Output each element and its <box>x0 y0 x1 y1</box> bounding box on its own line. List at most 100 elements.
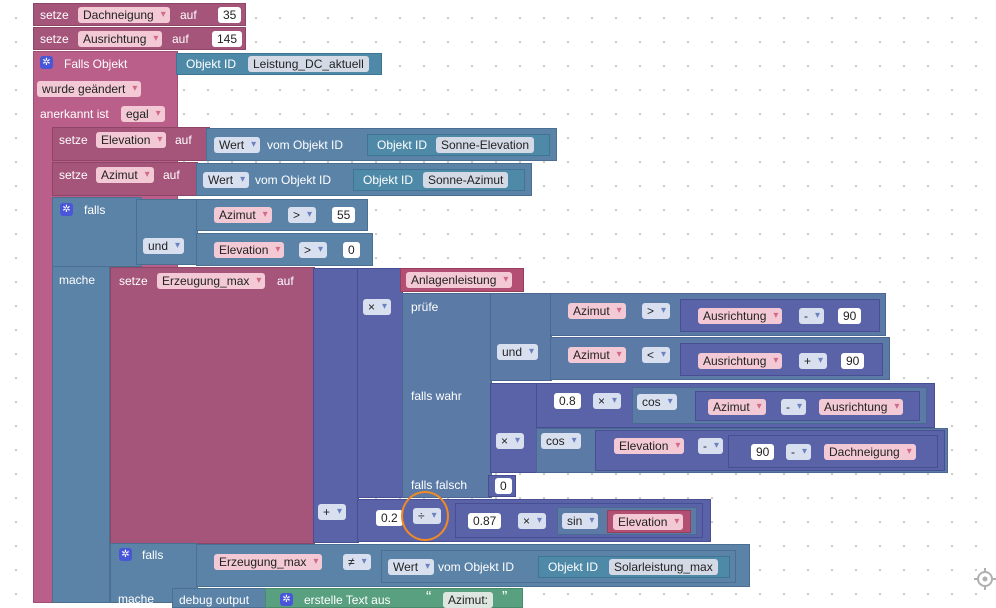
objekt-id-value[interactable]: Sonne-Elevation <box>436 137 535 153</box>
number-90[interactable]: 90 <box>751 444 775 460</box>
objekt-id-value[interactable]: Sonne-Azimut <box>423 172 509 188</box>
number-0-2[interactable]: 0.2 <box>376 510 403 526</box>
wert-dropdown[interactable]: Wert <box>203 172 250 188</box>
minus-operator-dropdown[interactable]: - <box>781 399 806 415</box>
setze-keyword: setze <box>40 32 69 46</box>
plus-arithmetic-block[interactable]: + <box>313 268 359 543</box>
falls-falsch-value-block[interactable]: 0 <box>488 475 516 497</box>
objekt-id-input-block[interactable]: Objekt ID Solarleistung_max <box>538 556 730 578</box>
pruefe-ternary-block[interactable]: prüfe falls wahr falls falsch <box>402 293 492 498</box>
compare-erzeugung-max-block[interactable]: Erzeugung_max ≠ Wert vom Objekt ID Objek… <box>196 544 750 587</box>
minus-operator-dropdown[interactable]: - <box>698 438 723 454</box>
setze-azimut-block[interactable]: setze Azimut auf <box>52 162 198 196</box>
variable-dropdown-erzeugung-max[interactable]: Erzeugung_max <box>157 273 266 289</box>
gear-icon[interactable]: ✲ <box>119 548 132 561</box>
und-logic-block[interactable]: und <box>136 199 198 265</box>
number-0-8[interactable]: 0.8 <box>554 393 581 409</box>
gt-operator-dropdown[interactable]: > <box>642 303 671 319</box>
gt-operator-dropdown[interactable]: > <box>299 242 328 258</box>
wert-dropdown[interactable]: Wert <box>214 137 261 153</box>
und-dropdown[interactable]: und <box>497 344 539 360</box>
number-145[interactable]: 145 <box>212 31 243 47</box>
gt-operator-dropdown[interactable]: > <box>288 207 317 223</box>
multiply-operator-dropdown[interactable]: × <box>496 433 525 449</box>
variable-dropdown-elevation[interactable]: Elevation <box>96 132 167 148</box>
plus-operator-dropdown[interactable]: + <box>799 353 828 369</box>
compare-elevation-0-block[interactable]: Elevation > 0 <box>196 233 373 266</box>
variable-dropdown-azimut[interactable]: Azimut <box>96 167 154 183</box>
setze-dachneigung-block[interactable]: setze Dachneigung auf 35 <box>33 3 246 26</box>
wert-vom-objekt-block[interactable]: Wert vom Objekt ID Objekt ID Solarleistu… <box>381 550 736 583</box>
multiply-cos-block[interactable]: × <box>490 383 540 473</box>
plus-operator-dropdown[interactable]: + <box>318 504 347 520</box>
ausrichtung-variable[interactable]: Ausrichtung <box>819 399 904 415</box>
elevation-variable[interactable]: Elevation <box>614 438 685 454</box>
number-90[interactable]: 90 <box>838 308 862 324</box>
number-55[interactable]: 55 <box>332 207 356 223</box>
anerkannt-dropdown[interactable]: egal <box>121 106 165 122</box>
objekt-id-input-block[interactable]: Objekt ID Leistung_DC_aktuell <box>176 53 382 75</box>
wert-vom-objekt-block-azimut[interactable]: Wert vom Objekt ID Objekt ID Sonne-Azimu… <box>196 163 532 196</box>
minus-ausrichtung-90-block[interactable]: Ausrichtung - 90 <box>680 299 880 332</box>
anlagenleistung-dropdown[interactable]: Anlagenleistung <box>406 272 513 288</box>
gear-icon[interactable]: ✲ <box>40 56 53 69</box>
wert-dropdown[interactable]: Wert <box>388 559 435 575</box>
recenter-crosshair-icon[interactable] <box>974 568 996 590</box>
gear-icon[interactable]: ✲ <box>280 593 293 606</box>
erzeugung-max-variable[interactable]: Erzeugung_max <box>214 554 323 570</box>
anlagenleistung-variable[interactable]: Anlagenleistung <box>400 268 524 292</box>
number-0[interactable]: 0 <box>343 242 360 258</box>
objekt-id-value[interactable]: Solarleistung_max <box>609 559 718 575</box>
objekt-id-value[interactable]: Leistung_DC_aktuell <box>248 56 369 72</box>
lt-operator-dropdown[interactable]: < <box>642 347 671 363</box>
setze-ausrichtung-block[interactable]: setze Ausrichtung auf 145 <box>33 27 246 50</box>
variable-dropdown-ausrichtung[interactable]: Ausrichtung <box>78 31 163 47</box>
minus-90-dachneigung-block[interactable]: 90 - Dachneigung <box>728 435 938 468</box>
objekt-id-input-block[interactable]: Objekt ID Sonne-Elevation <box>367 134 550 156</box>
number-90[interactable]: 90 <box>841 353 865 369</box>
number-0[interactable]: 0 <box>495 478 512 494</box>
multiply-operator-dropdown[interactable]: × <box>593 393 622 409</box>
vom-objekt-id-label: vom Objekt ID <box>267 138 344 152</box>
minus-azimut-ausrichtung-block[interactable]: Azimut - Ausrichtung <box>695 391 920 421</box>
number-0-87[interactable]: 0.87 <box>468 513 502 529</box>
minus-operator-dropdown[interactable]: - <box>786 444 811 460</box>
pruefe-und-logic-block[interactable]: und <box>490 293 552 381</box>
cos-dropdown[interactable]: cos <box>541 433 581 449</box>
erstelle-text-block[interactable]: ✲ erstelle Text aus “ Azimut: ” <box>265 588 523 608</box>
neq-operator-dropdown[interactable]: ≠ <box>343 554 371 570</box>
elevation-variable[interactable]: Elevation <box>613 514 684 530</box>
setze-elevation-block[interactable]: setze Elevation auf <box>52 127 210 161</box>
wert-vom-objekt-block-elevation[interactable]: Wert vom Objekt ID Objekt ID Sonne-Eleva… <box>206 128 557 161</box>
und-dropdown[interactable]: und <box>143 238 185 254</box>
azimut-string[interactable]: Azimut: <box>443 592 494 608</box>
objekt-id-label: Objekt ID <box>363 173 414 187</box>
wurde-geaendert-dropdown[interactable]: wurde geändert <box>37 81 142 97</box>
variable-dropdown-dachneigung[interactable]: Dachneigung <box>78 7 170 23</box>
setze-erzeugung-max-block[interactable]: setze Erzeugung_max auf <box>110 267 315 544</box>
azimut-variable[interactable]: Azimut <box>214 207 272 223</box>
gear-icon[interactable]: ✲ <box>60 203 73 216</box>
plus-ausrichtung-90-block[interactable]: Ausrichtung + 90 <box>680 343 883 376</box>
ausrichtung-variable[interactable]: Ausrichtung <box>698 308 783 324</box>
multiply-operator-dropdown[interactable]: × <box>518 513 547 529</box>
compare-azimut-55-block[interactable]: Azimut > 55 <box>196 199 368 231</box>
objekt-id-input-block[interactable]: Objekt ID Sonne-Azimut <box>353 169 525 191</box>
azimut-variable[interactable]: Azimut <box>708 399 766 415</box>
elevation-variable[interactable]: Elevation <box>214 242 285 258</box>
vom-objekt-id-label: vom Objekt ID <box>255 173 332 187</box>
elevation-variable-sin[interactable]: Elevation <box>607 510 691 533</box>
azimut-variable[interactable]: Azimut <box>568 303 626 319</box>
dachneigung-variable[interactable]: Dachneigung <box>824 444 916 460</box>
ausrichtung-variable[interactable]: Ausrichtung <box>698 353 783 369</box>
vom-objekt-id-label: vom Objekt ID <box>438 560 515 574</box>
multiply-arithmetic-block[interactable]: × <box>357 268 403 498</box>
multiply-operator-dropdown[interactable]: × <box>363 299 392 315</box>
sin-dropdown[interactable]: sin <box>562 513 599 529</box>
cos-dropdown[interactable]: cos <box>637 394 677 410</box>
minus-operator-dropdown[interactable]: - <box>799 308 824 324</box>
debug-output-block[interactable]: debug output <box>172 588 267 608</box>
auf-label: auf <box>175 133 192 147</box>
azimut-variable[interactable]: Azimut <box>568 347 626 363</box>
number-35[interactable]: 35 <box>218 7 242 23</box>
